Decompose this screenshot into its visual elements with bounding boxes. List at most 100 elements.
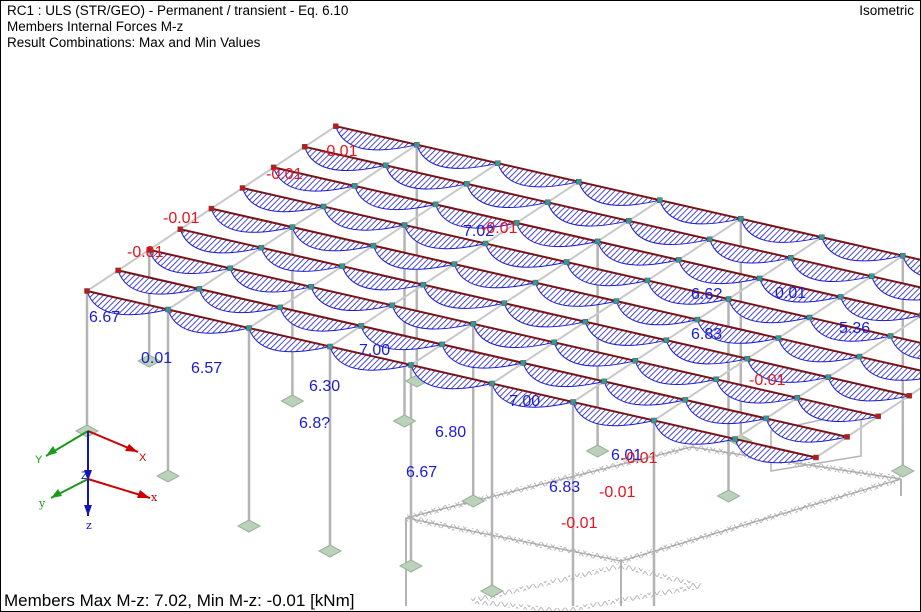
node	[358, 323, 364, 329]
node	[806, 314, 813, 321]
results-summary: Members Max M-z: 7.02, Min M-z: -0.01 [k…	[4, 591, 355, 610]
node	[420, 281, 427, 288]
node	[408, 362, 414, 368]
node	[651, 417, 657, 424]
roof-beam	[86, 290, 817, 459]
global-axis-triad: X Y Z	[35, 430, 147, 482]
min-value-label: -0.01	[621, 450, 658, 467]
column-support	[461, 494, 486, 508]
node	[738, 215, 744, 222]
roof-beam	[117, 269, 848, 438]
node	[277, 304, 283, 311]
node	[401, 222, 408, 228]
max-value-label: 7.00	[509, 393, 540, 410]
node	[856, 353, 863, 360]
max-value-label: 6.8?	[299, 415, 330, 432]
node	[570, 399, 576, 405]
max-value-label: 6.57	[191, 360, 222, 377]
node	[208, 205, 215, 212]
node	[482, 240, 489, 247]
node	[84, 288, 90, 294]
result-labels: 0.015.366.670.016.576.306.8?7.006.806.83…	[89, 143, 870, 532]
node	[900, 252, 906, 259]
column-support	[280, 394, 305, 408]
min-value-label: -0.01	[127, 244, 164, 261]
node	[495, 160, 501, 166]
node	[463, 181, 470, 187]
local-y-label: y	[38, 497, 46, 510]
node	[763, 415, 769, 422]
node	[794, 395, 800, 401]
node	[675, 257, 682, 263]
lower-structure	[405, 410, 902, 611]
node	[837, 294, 844, 300]
node	[756, 275, 763, 282]
node	[382, 162, 389, 169]
node	[520, 360, 526, 366]
node	[819, 234, 825, 240]
node	[339, 263, 346, 269]
roof-beam	[304, 145, 920, 289]
node	[451, 261, 458, 267]
result-values-title: Result Combinations: Max and Min Values	[7, 35, 261, 50]
global-y-label: Y	[35, 454, 43, 466]
roof-beam	[180, 228, 910, 397]
node	[239, 185, 246, 191]
column-support	[398, 559, 424, 573]
roof-beam	[273, 166, 920, 317]
min-value-label: -0.01	[561, 515, 598, 532]
local-axis-triad: x y z	[38, 478, 158, 532]
column-support	[716, 489, 741, 503]
min-value-label: -0.01	[599, 484, 636, 501]
roof-beam	[148, 248, 879, 418]
load-combination-title: RC1 : ULS (STR/GEO) - Permanent / transi…	[7, 3, 349, 18]
node	[470, 321, 476, 327]
node	[165, 306, 171, 313]
moment-diagram	[870, 275, 920, 301]
node	[270, 164, 277, 171]
node	[875, 413, 881, 420]
node	[513, 220, 520, 226]
node	[489, 380, 495, 387]
nodes	[84, 123, 920, 461]
node	[787, 255, 794, 261]
max-value-label: 6.80	[435, 424, 466, 441]
moment-diagrams	[86, 125, 920, 464]
column-support	[236, 519, 262, 533]
min-value-label: -0.01	[163, 210, 200, 227]
max-value-label: 6.67	[406, 464, 437, 481]
node	[775, 335, 782, 341]
column-support	[890, 464, 915, 478]
column-support	[155, 469, 181, 483]
node	[682, 397, 688, 403]
column-support	[137, 354, 162, 368]
result-type-title: Members Internal Forces M-z	[7, 19, 184, 34]
node	[289, 224, 296, 230]
node	[439, 341, 445, 348]
moment-diagram	[858, 355, 920, 381]
node	[501, 300, 508, 306]
node	[177, 226, 184, 232]
node	[146, 247, 152, 253]
node	[414, 141, 420, 148]
node	[918, 312, 920, 319]
node	[657, 197, 663, 203]
column-support	[317, 544, 343, 558]
column-support	[479, 584, 505, 598]
node	[725, 296, 732, 302]
node	[825, 374, 832, 380]
node	[868, 273, 875, 280]
min-value-label: -0.01	[266, 166, 303, 183]
node	[327, 343, 333, 350]
node	[389, 302, 395, 309]
max-value-label: 6.30	[309, 378, 340, 395]
node	[333, 123, 339, 129]
node	[320, 203, 327, 210]
column-support	[585, 444, 610, 458]
view-mode-label: Isometric	[859, 3, 914, 18]
node	[370, 242, 377, 249]
global-z-label: Z	[81, 470, 88, 482]
node	[576, 178, 582, 185]
